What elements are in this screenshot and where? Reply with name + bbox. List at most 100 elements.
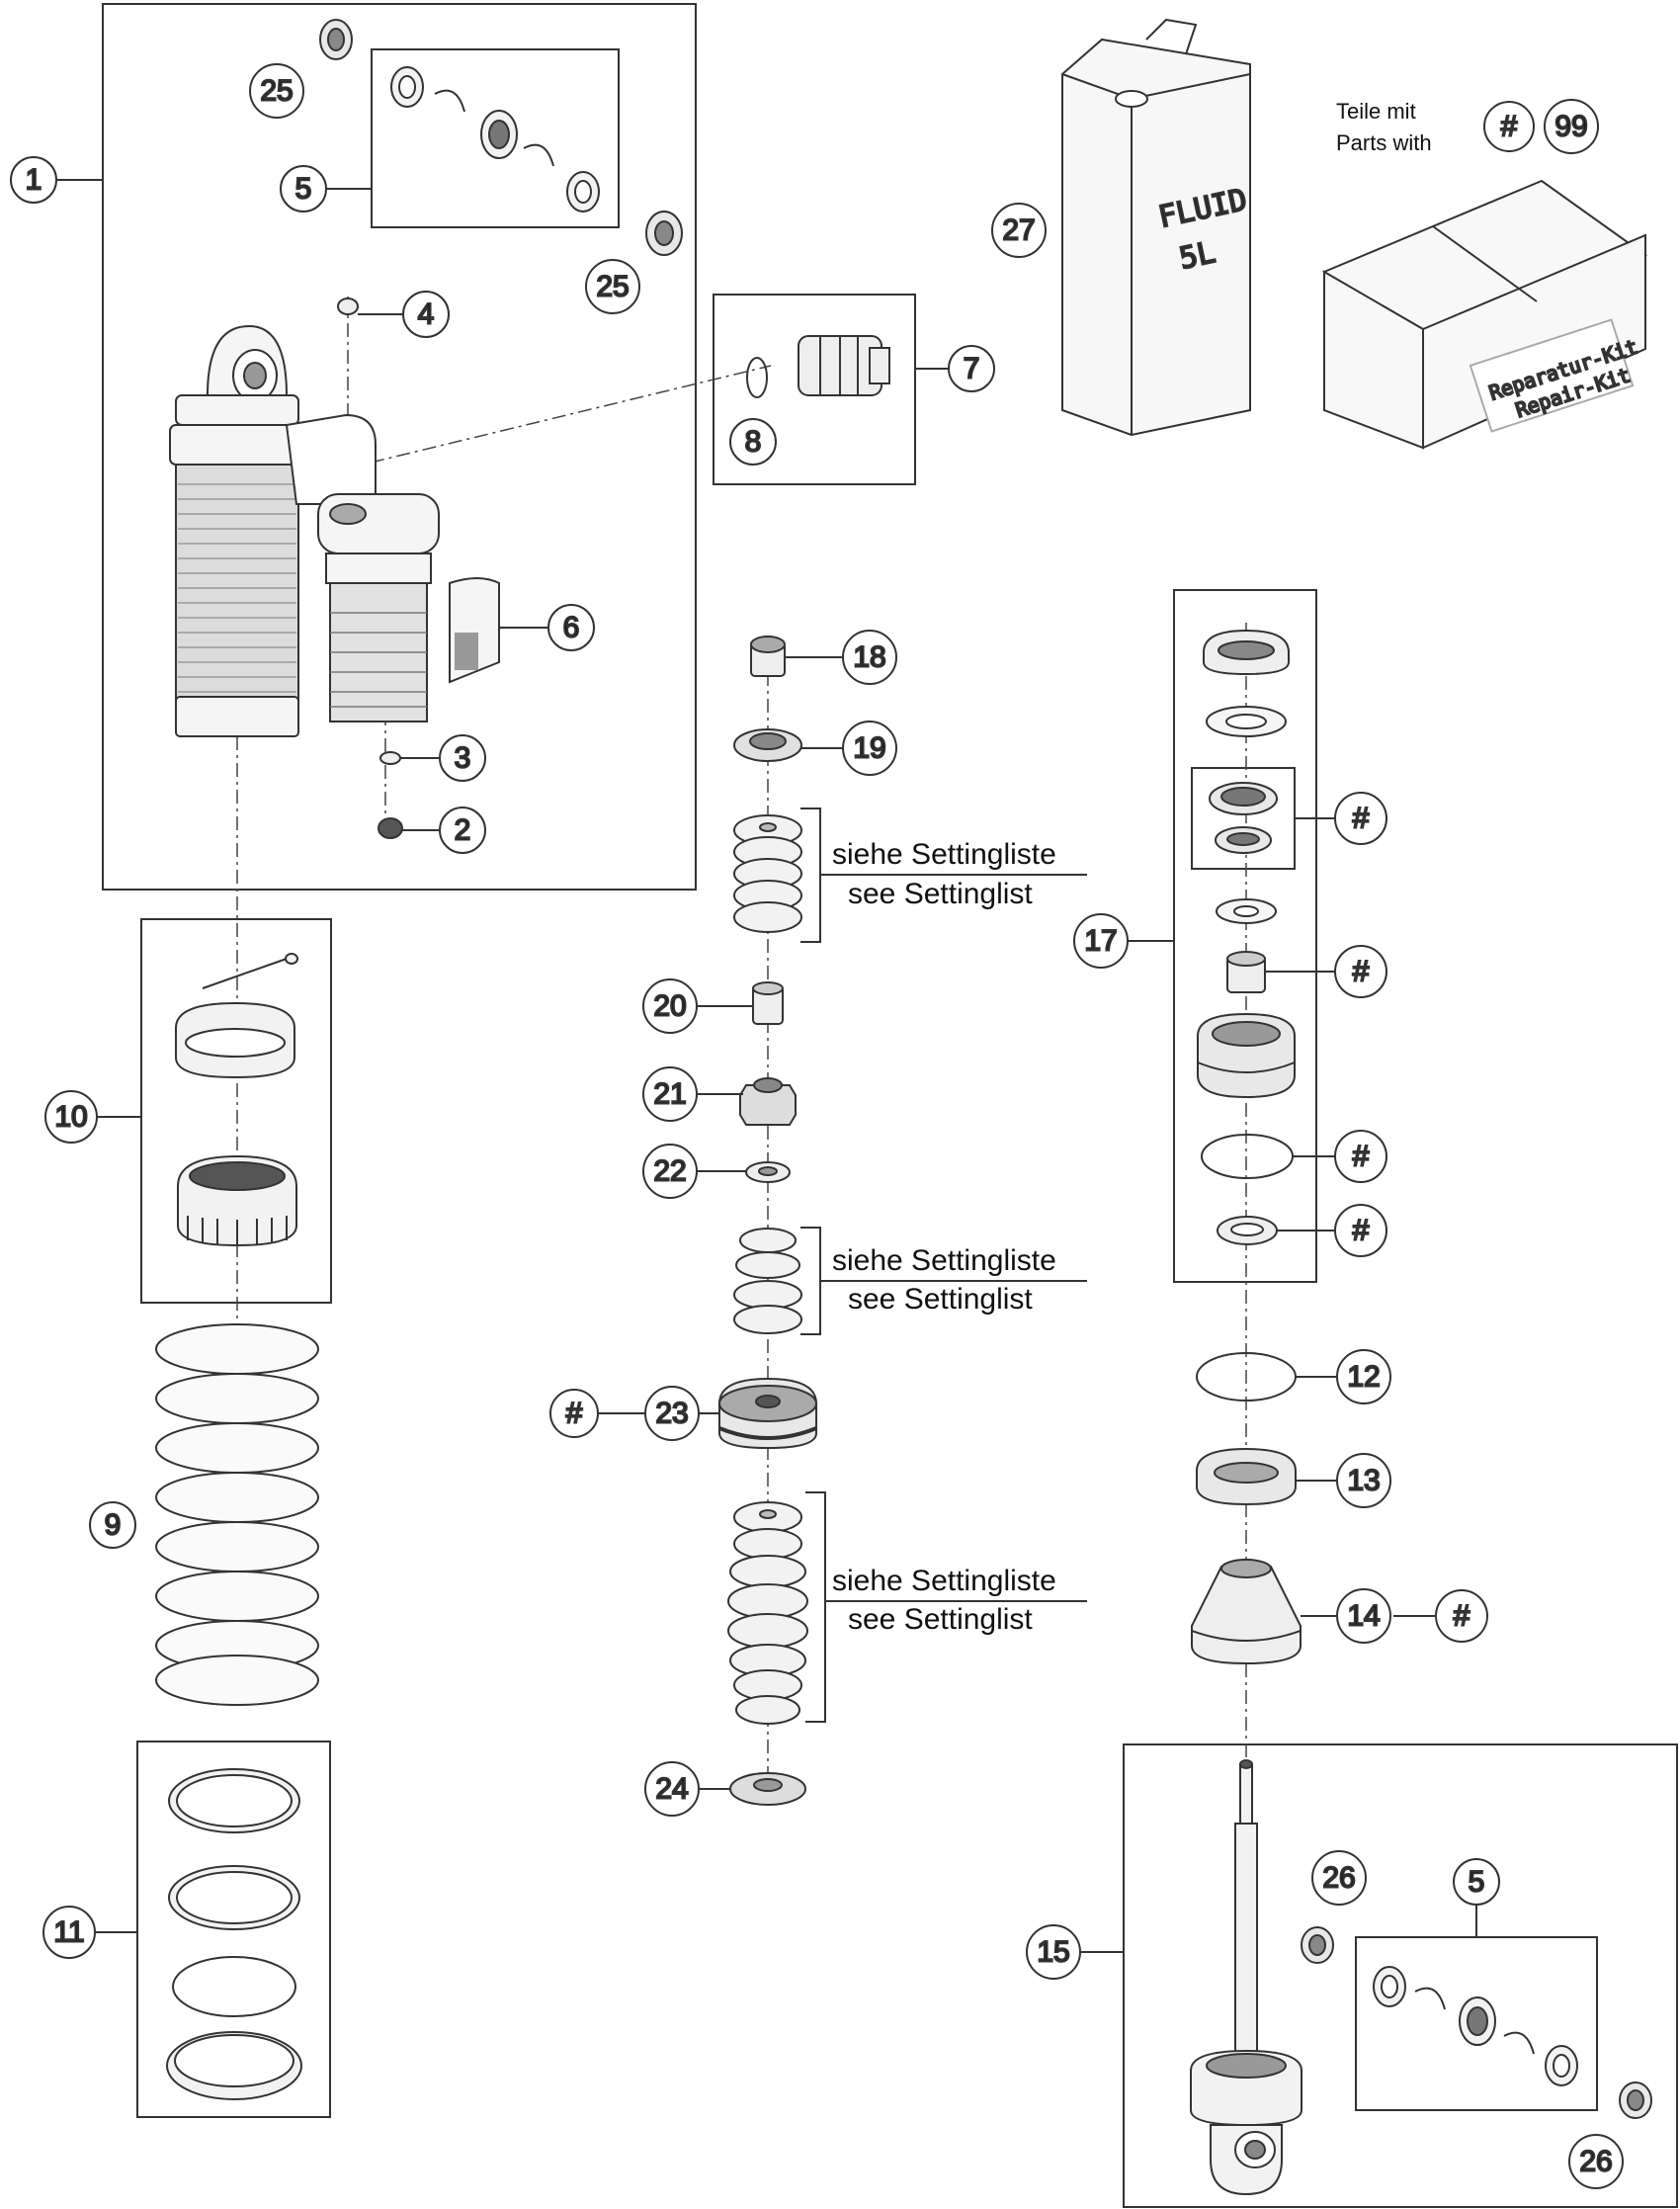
sticker-part-6 — [449, 577, 500, 684]
callout-26-lower: 26 — [1568, 2134, 1624, 2189]
shim-stack-middle — [733, 1228, 802, 1334]
svg-text:#: # — [1454, 1600, 1470, 1633]
piston-rod-part-15 — [1190, 1759, 1302, 2196]
spring-part-9 — [155, 1323, 319, 1706]
svg-text:5: 5 — [295, 173, 312, 206]
svg-text:9: 9 — [105, 1509, 122, 1542]
fluid-can-volume: 5L — [1176, 235, 1218, 277]
seal-17-hash — [1209, 782, 1278, 854]
seal-head-cap-part-17 — [1203, 629, 1290, 676]
bracket-shim-stack-middle — [800, 1227, 821, 1335]
callout-12: 12 — [1336, 1349, 1391, 1404]
callout-15: 15 — [1026, 1924, 1081, 1980]
svg-text:#: # — [1353, 1141, 1370, 1173]
svg-text:15: 15 — [1037, 1936, 1069, 1969]
svg-text:20: 20 — [653, 990, 686, 1023]
nut-part-21 — [739, 1077, 797, 1126]
adjuster-ring-part-10 — [175, 953, 298, 1247]
svg-text:7: 7 — [964, 353, 980, 385]
washer-17-hash — [1217, 1216, 1278, 1245]
callout-5-top: 5 — [280, 165, 327, 212]
svg-text:25: 25 — [596, 271, 629, 303]
cap-part-4 — [337, 297, 359, 315]
callout-22: 22 — [642, 1144, 698, 1199]
callout-hash-17-b: # — [1334, 945, 1387, 998]
callout-9: 9 — [89, 1501, 136, 1549]
svg-text:6: 6 — [563, 612, 580, 644]
plug-part-25-right — [645, 211, 683, 256]
cap-part-13 — [1196, 1447, 1297, 1506]
svg-text:24: 24 — [655, 1773, 688, 1806]
seal-kit-part-5-top — [390, 66, 600, 212]
callout-21: 21 — [642, 1066, 698, 1122]
callout-7: 7 — [948, 345, 995, 392]
callout-2: 2 — [439, 807, 486, 854]
setting-note-1-english: see Settinglist — [848, 878, 1033, 910]
callout-25-right: 25 — [585, 259, 640, 314]
svg-text:#: # — [1353, 803, 1370, 835]
washer-17-middle — [1216, 898, 1277, 924]
bushing-17-hash — [1226, 951, 1266, 993]
washer-part-24 — [729, 1772, 806, 1806]
setting-note-2-english: see Settinglist — [848, 1283, 1033, 1316]
group-box-1 — [102, 3, 697, 891]
seal-kit-part-5-bottom — [1373, 1966, 1578, 2086]
group-box-17 — [1173, 589, 1317, 1283]
callout-hash-23: # — [549, 1389, 599, 1438]
svg-text:5: 5 — [1469, 1866, 1485, 1899]
axis-line-valve — [370, 365, 772, 464]
setting-note-3-german: siehe Settingliste — [832, 1565, 1056, 1597]
callout-1: 1 — [10, 156, 57, 204]
callout-11: 11 — [42, 1906, 96, 1959]
group-box-11 — [136, 1741, 331, 2118]
svg-text:22: 22 — [653, 1155, 686, 1188]
valve-part-7 — [798, 335, 890, 396]
legend-line-english: Parts with — [1336, 130, 1432, 155]
callout-13: 13 — [1336, 1453, 1391, 1508]
svg-text:99: 99 — [1554, 111, 1587, 143]
bracket-shim-stack-upper — [800, 807, 821, 943]
callout-hash-legend: # — [1483, 101, 1535, 152]
callout-27: 27 — [991, 203, 1047, 258]
setting-note-2-german: siehe Settingliste — [832, 1244, 1056, 1277]
seal-head-body-17 — [1197, 1012, 1296, 1099]
plug-part-26-lower — [1619, 2082, 1652, 2119]
svg-text:2: 2 — [455, 814, 471, 847]
bump-stop-part-14 — [1191, 1559, 1302, 1665]
svg-text:10: 10 — [54, 1101, 87, 1134]
shim-stack-upper — [733, 814, 802, 933]
group-box-7 — [713, 294, 916, 485]
fluid-can-part-27: FLUID 5L — [1061, 18, 1251, 437]
callout-18: 18 — [842, 630, 897, 685]
svg-text:26: 26 — [1579, 2146, 1612, 2178]
svg-text:8: 8 — [745, 426, 762, 459]
piston-part-23 — [718, 1377, 817, 1450]
svg-text:23: 23 — [655, 1398, 688, 1430]
svg-text:18: 18 — [853, 641, 885, 674]
shock-absorber-body-part-1 — [169, 324, 440, 737]
group-box-15 — [1123, 1743, 1678, 2208]
callout-5-bottom: 5 — [1453, 1858, 1500, 1906]
plug-part-25-top — [319, 19, 353, 60]
callout-24: 24 — [644, 1761, 700, 1817]
repair-kit-box: Reparatur-Kit Repair-Kit — [1322, 179, 1648, 450]
svg-text:#: # — [1353, 1215, 1370, 1247]
callout-20: 20 — [642, 978, 698, 1034]
svg-text:#: # — [1501, 111, 1518, 143]
group-box-10 — [140, 918, 332, 1304]
svg-text:1: 1 — [26, 164, 42, 197]
svg-text:26: 26 — [1322, 1862, 1355, 1895]
callout-26-upper: 26 — [1311, 1850, 1367, 1906]
nipple-part-2 — [378, 817, 403, 839]
svg-text:14: 14 — [1347, 1600, 1380, 1633]
washer-part-22 — [745, 1161, 791, 1183]
shim-stack-lower — [727, 1501, 808, 1725]
svg-text:17: 17 — [1084, 925, 1117, 958]
washer-part-3 — [379, 751, 401, 765]
svg-text:11: 11 — [53, 1916, 84, 1949]
svg-text:21: 21 — [653, 1078, 686, 1111]
callout-6: 6 — [547, 604, 595, 651]
svg-text:4: 4 — [418, 298, 435, 331]
callout-14: 14 — [1336, 1588, 1391, 1644]
